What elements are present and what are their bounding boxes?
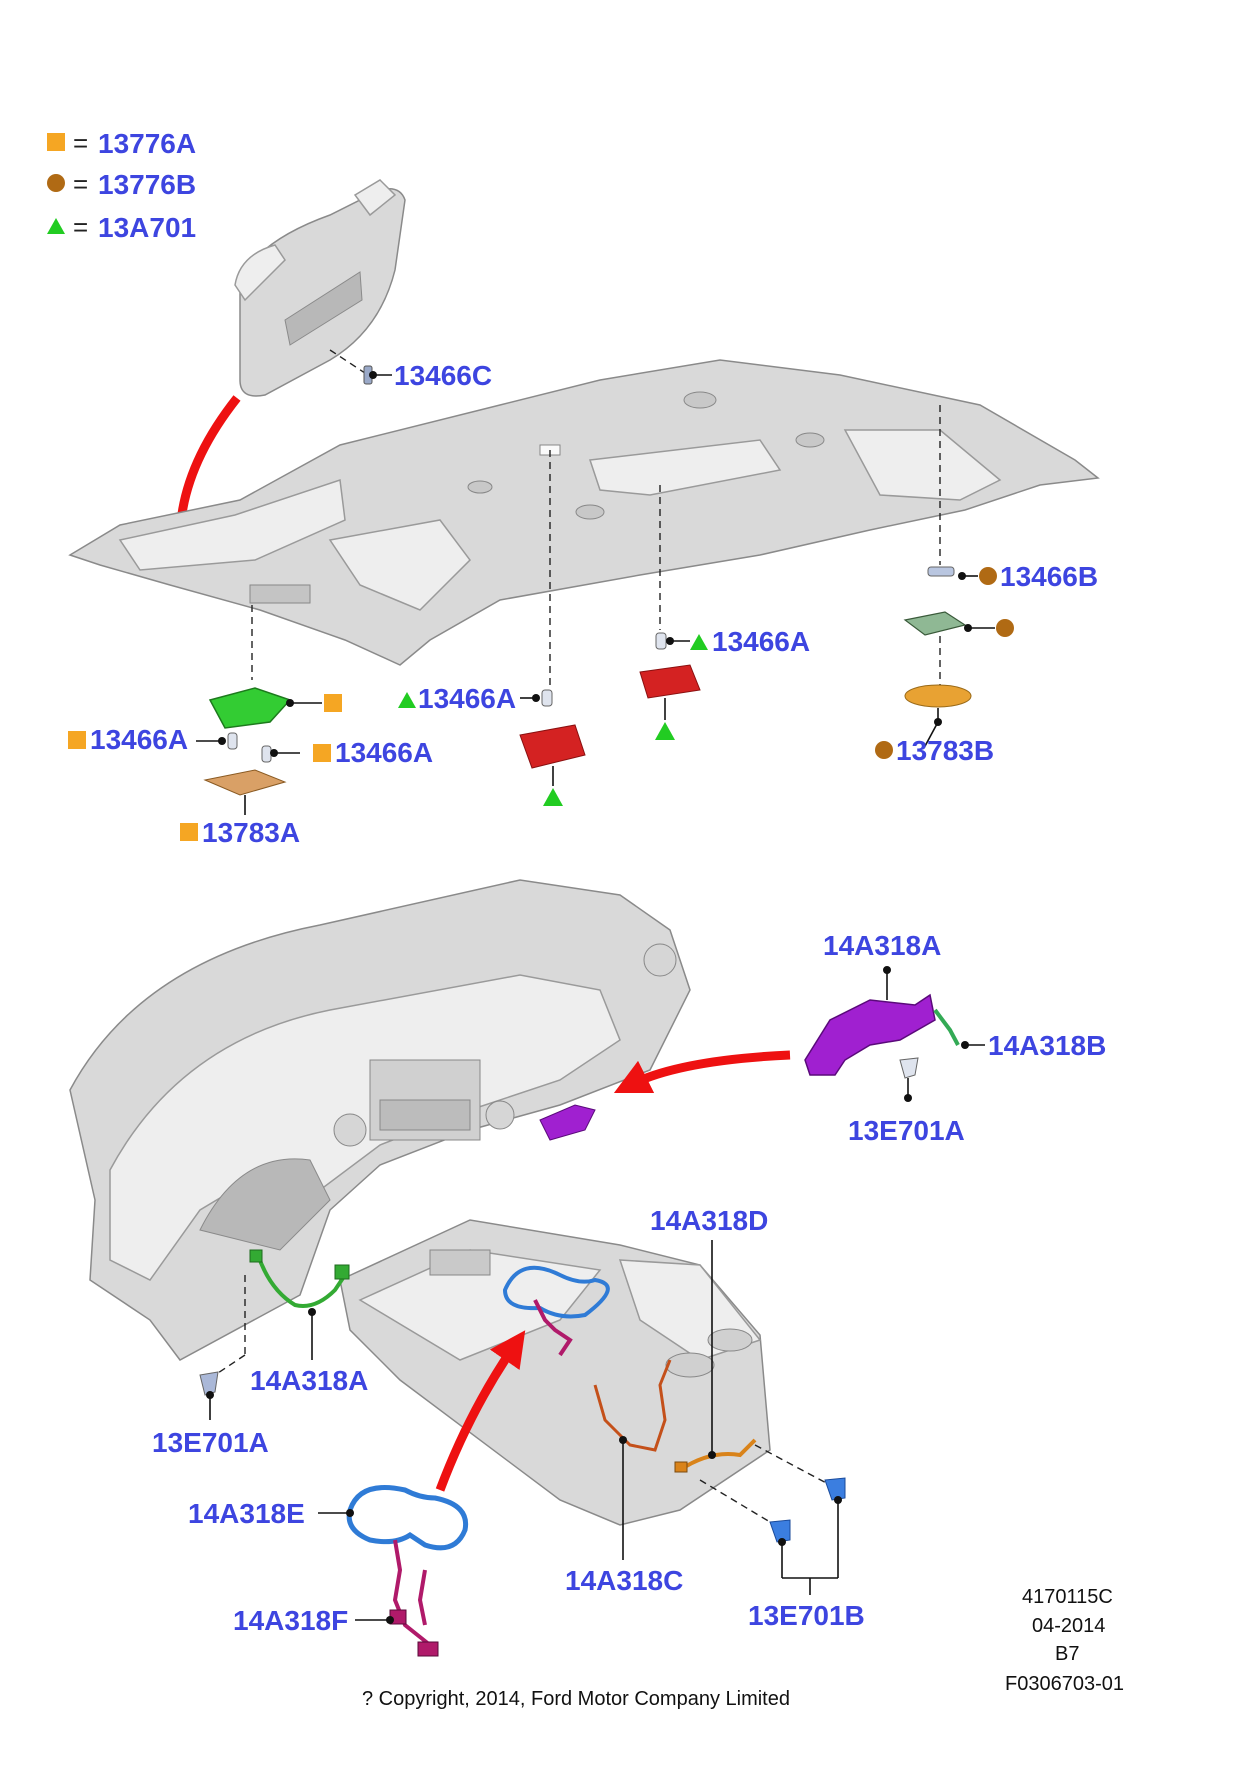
console-bulb-b1-part — [824, 1477, 846, 1501]
legend-code-13776b: 13776B — [98, 169, 196, 200]
label-13e701a-top: 13E701A — [848, 1115, 965, 1146]
rear-lamp-marker — [875, 741, 893, 759]
label-14a318a-low: 14A318A — [250, 1365, 368, 1396]
dash-harness-small-part — [539, 1104, 596, 1141]
center-console-illustration — [339, 1219, 771, 1526]
rear-lamp-board — [903, 611, 967, 636]
dash-harness-low-part — [256, 1254, 347, 1308]
mid-left-lamp-marker — [543, 788, 563, 806]
label-13466a-mid-right: 13466A — [712, 626, 810, 657]
rear-lamp-lens — [904, 684, 972, 708]
label-13466a-mid-left: 13466A — [418, 683, 516, 714]
dash-bulb-top-part — [899, 1057, 919, 1079]
diagram-code: 4170115C — [1022, 1586, 1113, 1608]
visor-leader — [329, 349, 369, 376]
label-13783b: 13783B — [896, 735, 994, 766]
console-bulb-b2-part — [769, 1519, 791, 1543]
label-13783a: 13783A — [202, 817, 300, 848]
front-right-bulb-marker — [313, 744, 331, 762]
front-left-bulb-marker — [68, 731, 86, 749]
console-harness-c-part — [593, 1359, 672, 1452]
label-14a318e: 14A318E — [188, 1498, 305, 1529]
front-lamp-marker — [180, 823, 198, 841]
front-lamp-lens — [203, 769, 287, 796]
cupholder-wire-console-part — [533, 1299, 573, 1357]
legend-code-13776a: 13776A — [98, 128, 196, 159]
label-13466a-front-left: 13466A — [90, 724, 188, 755]
label-14a318d: 14A318D — [650, 1205, 768, 1236]
diagram-reference: F0306703-01 — [1005, 1673, 1124, 1695]
diagram-date: 04-2014 — [1032, 1615, 1105, 1637]
legend-square-symbol — [47, 133, 65, 151]
mid-left-bulb-part — [541, 689, 553, 707]
mid-right-bulb-part — [655, 632, 667, 650]
front-right-bulb-part — [261, 745, 272, 763]
arrow-harness-to-dash — [613, 1050, 791, 1094]
label-13466c: 13466C — [394, 360, 492, 391]
rear-bulb-part — [927, 566, 955, 577]
diagram-revision: B7 — [1055, 1643, 1079, 1665]
front-board-marker — [324, 694, 342, 712]
copyright-text: ? Copyright, 2014, Ford Motor Company Li… — [362, 1688, 790, 1710]
legend: = 13776A = 13776B = 13A701 — [47, 128, 196, 243]
sun-visor-illustration — [234, 179, 406, 397]
dash-bulb-low-part — [199, 1371, 219, 1396]
label-13466a-front-right: 13466A — [335, 737, 433, 768]
mid-right-lamp-marker — [655, 722, 675, 740]
label-14a318b: 14A318B — [988, 1030, 1106, 1061]
legend-eq-3: = — [73, 212, 88, 242]
legend-code-13a701: 13A701 — [98, 212, 196, 243]
label-14a318c: 14A318C — [565, 1565, 683, 1596]
rear-bulb-marker — [979, 567, 997, 585]
mid-left-bulb-marker — [398, 692, 416, 708]
dashboard-illustration — [69, 879, 691, 1361]
mid-right-bulb-marker — [690, 634, 708, 650]
front-lamp-board — [208, 687, 292, 729]
legend-eq-2: = — [73, 169, 88, 199]
legend-circle-symbol — [47, 174, 65, 192]
rear-board-marker — [996, 619, 1014, 637]
label-14a318a-top: 14A318A — [823, 930, 941, 961]
label-13466b: 13466B — [1000, 561, 1098, 592]
label-13e701a-low: 13E701A — [152, 1427, 269, 1458]
cupholder-ring-detail-part — [346, 1485, 469, 1551]
front-left-bulb-part — [227, 732, 238, 750]
dash-harness-detail-part — [804, 993, 936, 1076]
legend-eq-1: = — [73, 128, 88, 158]
arrow-cupholder-to-console — [435, 1330, 526, 1492]
cupholder-wire-detail-part — [392, 1539, 432, 1647]
legend-triangle-symbol — [47, 218, 65, 234]
headliner-illustration — [68, 359, 1100, 666]
mid-left-lamp-part — [519, 724, 586, 769]
label-13e701b: 13E701B — [748, 1600, 865, 1631]
dash-harness-b-part — [933, 1008, 960, 1046]
label-14a318f: 14A318F — [233, 1605, 348, 1636]
mid-right-lamp-part — [639, 664, 701, 699]
